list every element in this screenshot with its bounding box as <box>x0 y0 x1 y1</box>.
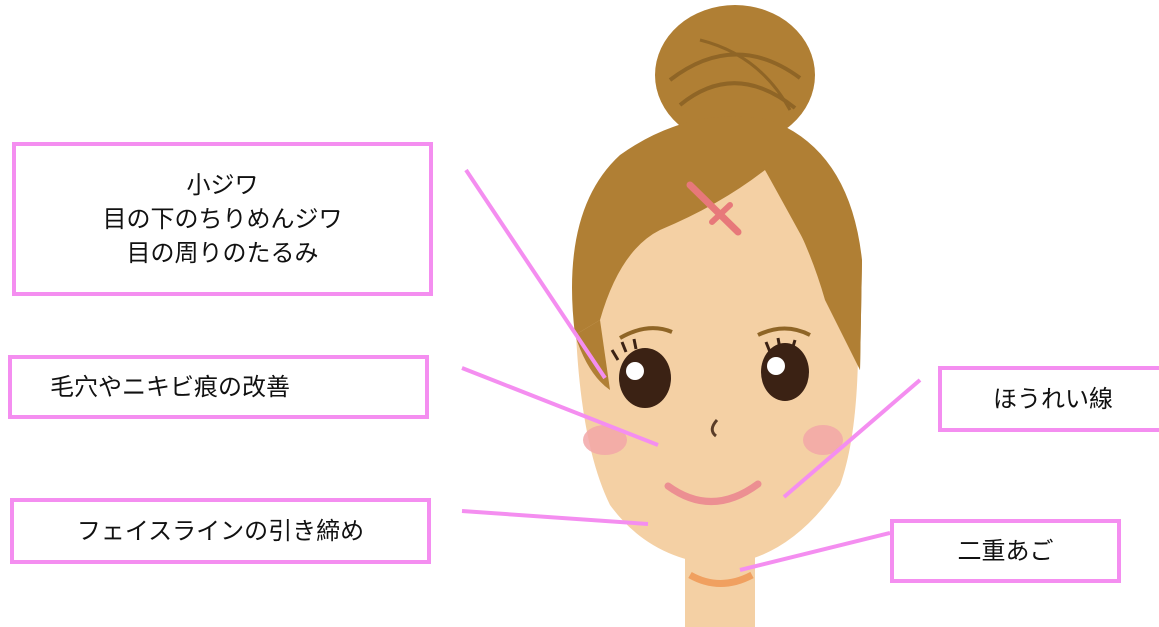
faceline-label: フェイスラインの引き締め <box>76 517 365 545</box>
double-chin-label-box: 二重あご <box>890 519 1121 583</box>
eye-label-line-3: 目の周りのたるみ <box>126 239 319 267</box>
left-eyebrow <box>619 326 673 340</box>
pointer-line-pores <box>461 366 659 447</box>
mouth <box>664 480 762 505</box>
hair-clip <box>686 181 742 236</box>
left-cheek <box>583 425 627 455</box>
double-chin-label: 二重あご <box>957 537 1054 565</box>
pointer-lines <box>461 168 922 572</box>
pointer-line-double-chin <box>739 531 891 572</box>
right-cheek <box>803 425 843 455</box>
eye-label-line-2: 目の下のちりめんジワ <box>102 205 343 233</box>
pointer-line-faceline <box>461 509 649 526</box>
nasolabial-label-box: ほうれい線 <box>938 366 1159 432</box>
left-eye <box>610 338 671 408</box>
nasolabial-label: ほうれい線 <box>993 385 1113 413</box>
necklace <box>688 571 754 587</box>
pointer-line-eyes <box>464 168 607 380</box>
eye-label-line-1: 小ジワ <box>186 171 259 199</box>
pointer-line-nasolabial <box>782 378 922 499</box>
eye-area-label-box: 小ジワ 目の下のちりめんジワ 目の周りのたるみ <box>12 142 433 296</box>
nose <box>710 418 719 438</box>
face <box>574 150 859 565</box>
pores-label: 毛穴やニキビ痕の改善 <box>50 373 290 401</box>
right-eye <box>761 337 809 401</box>
pores-label-box: 毛穴やニキビ痕の改善 <box>8 355 429 419</box>
faceline-label-box: フェイスラインの引き締め <box>10 498 431 564</box>
hair-bun <box>655 5 815 145</box>
right-eyebrow <box>757 326 811 337</box>
